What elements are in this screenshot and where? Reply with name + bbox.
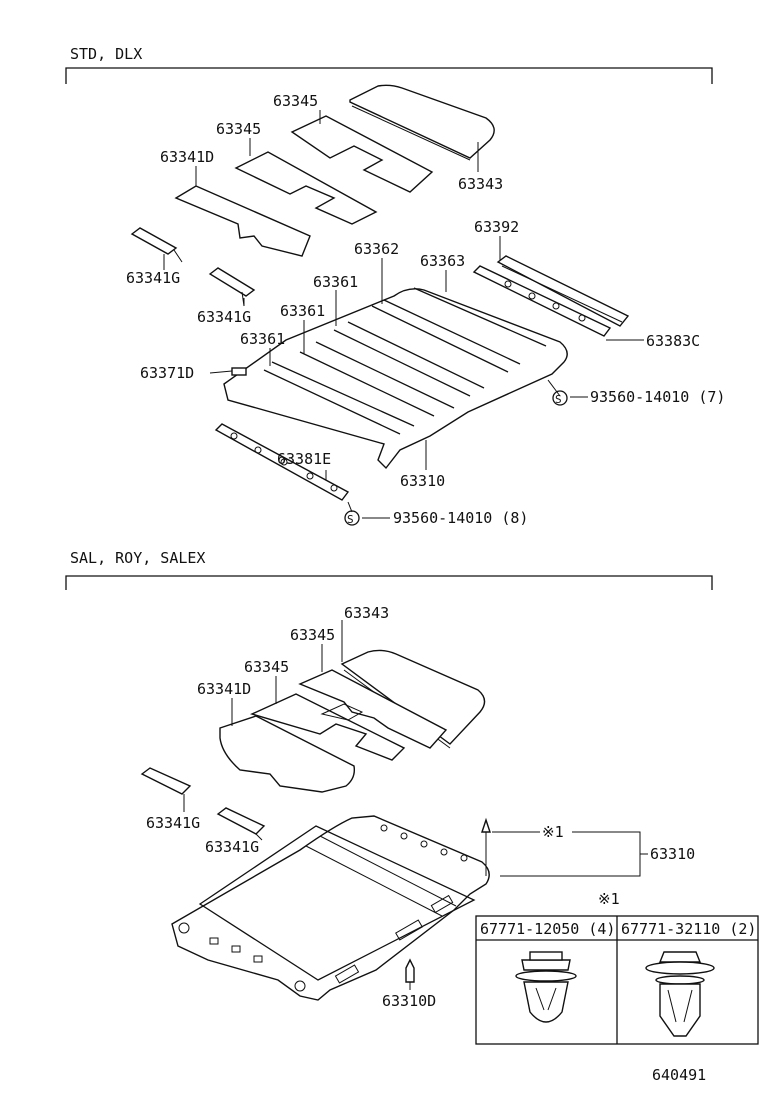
clip-table-col-2: 67771-32110 (2) bbox=[621, 920, 756, 938]
callout-top-63310: 63310 bbox=[400, 472, 445, 490]
callout-top-63362: 63362 bbox=[354, 240, 399, 258]
bottom-clip-icon bbox=[481, 817, 491, 833]
top-rail-63392 bbox=[496, 255, 630, 327]
figure-number: 640491 bbox=[652, 1066, 706, 1084]
callout-bottom-63343: 63343 bbox=[344, 604, 389, 622]
callout-bottom-note1: ※1 bbox=[542, 823, 564, 841]
callout-top-93560-8: 93560-14010 (8) bbox=[393, 509, 528, 527]
top-pad-63345-a bbox=[290, 115, 434, 193]
callout-top-63343: 63343 bbox=[458, 175, 503, 193]
top-pad-63345-b bbox=[234, 151, 378, 225]
top-bracket-63341g-a bbox=[130, 227, 178, 255]
bottom-pad-63345-b bbox=[249, 693, 406, 761]
bottom-headliner-63310 bbox=[171, 815, 490, 1001]
section-bracket-bottom bbox=[65, 575, 713, 590]
callout-top-63383c: 63383C bbox=[646, 332, 700, 350]
screw-symbol-b-label: S bbox=[347, 513, 354, 526]
bottom-panel-63343 bbox=[340, 649, 486, 745]
section-title-std-dlx: STD, DLX bbox=[70, 45, 142, 63]
callout-bottom-63341d: 63341D bbox=[197, 680, 251, 698]
screw-symbol-a-label: S bbox=[555, 393, 562, 406]
top-rail-63381e bbox=[214, 423, 350, 501]
bottom-bracket-63341g-a bbox=[140, 767, 192, 795]
section-bracket-top bbox=[65, 67, 713, 84]
callout-top-63392: 63392 bbox=[474, 218, 519, 236]
callout-bottom-63341g-b: 63341G bbox=[205, 838, 259, 856]
bottom-clip-63310d bbox=[405, 958, 415, 983]
callout-bottom-63310: 63310 bbox=[650, 845, 695, 863]
callout-top-63371d: 63371D bbox=[140, 364, 194, 382]
callout-bottom-63310d: 63310D bbox=[382, 992, 436, 1010]
callout-bottom-63341g-a: 63341G bbox=[146, 814, 200, 832]
screw-symbol-a bbox=[552, 390, 568, 406]
bottom-pad-63341d bbox=[219, 715, 356, 793]
clip-67771-32110-drawing bbox=[645, 951, 715, 1037]
top-rail-63383c bbox=[472, 265, 612, 337]
callout-top-63381e: 63381E bbox=[277, 450, 331, 468]
callout-bottom-63345-b: 63345 bbox=[244, 658, 289, 676]
top-headliner-63310 bbox=[223, 288, 568, 470]
screw-symbol-b bbox=[344, 510, 360, 526]
callout-top-63363: 63363 bbox=[420, 252, 465, 270]
callout-top-63361-c: 63361 bbox=[240, 330, 285, 348]
callout-top-63341g-b: 63341G bbox=[197, 308, 251, 326]
clip-table-title: ※1 bbox=[598, 890, 620, 908]
callout-top-93560-7: 93560-14010 (7) bbox=[590, 388, 725, 406]
clip-table-col-1: 67771-12050 (4) bbox=[480, 920, 615, 938]
top-bracket-63341g-b bbox=[208, 267, 256, 297]
callout-top-63345-a: 63345 bbox=[273, 92, 318, 110]
top-pad-63341d bbox=[174, 185, 311, 257]
section-title-sal-roy-salex: SAL, ROY, SALEX bbox=[70, 549, 205, 567]
callout-top-63361-b: 63361 bbox=[280, 302, 325, 320]
clip-67771-12050-drawing bbox=[515, 951, 577, 1023]
callout-bottom-63345-a: 63345 bbox=[290, 626, 335, 644]
callout-top-63361-a: 63361 bbox=[313, 273, 358, 291]
top-clip-63371d bbox=[231, 367, 247, 376]
bottom-bracket-63341g-b bbox=[216, 807, 266, 835]
callout-top-63345-b: 63345 bbox=[216, 120, 261, 138]
callout-top-63341g-a: 63341G bbox=[126, 269, 180, 287]
top-panel-63343 bbox=[349, 84, 495, 159]
callout-top-63341d: 63341D bbox=[160, 148, 214, 166]
